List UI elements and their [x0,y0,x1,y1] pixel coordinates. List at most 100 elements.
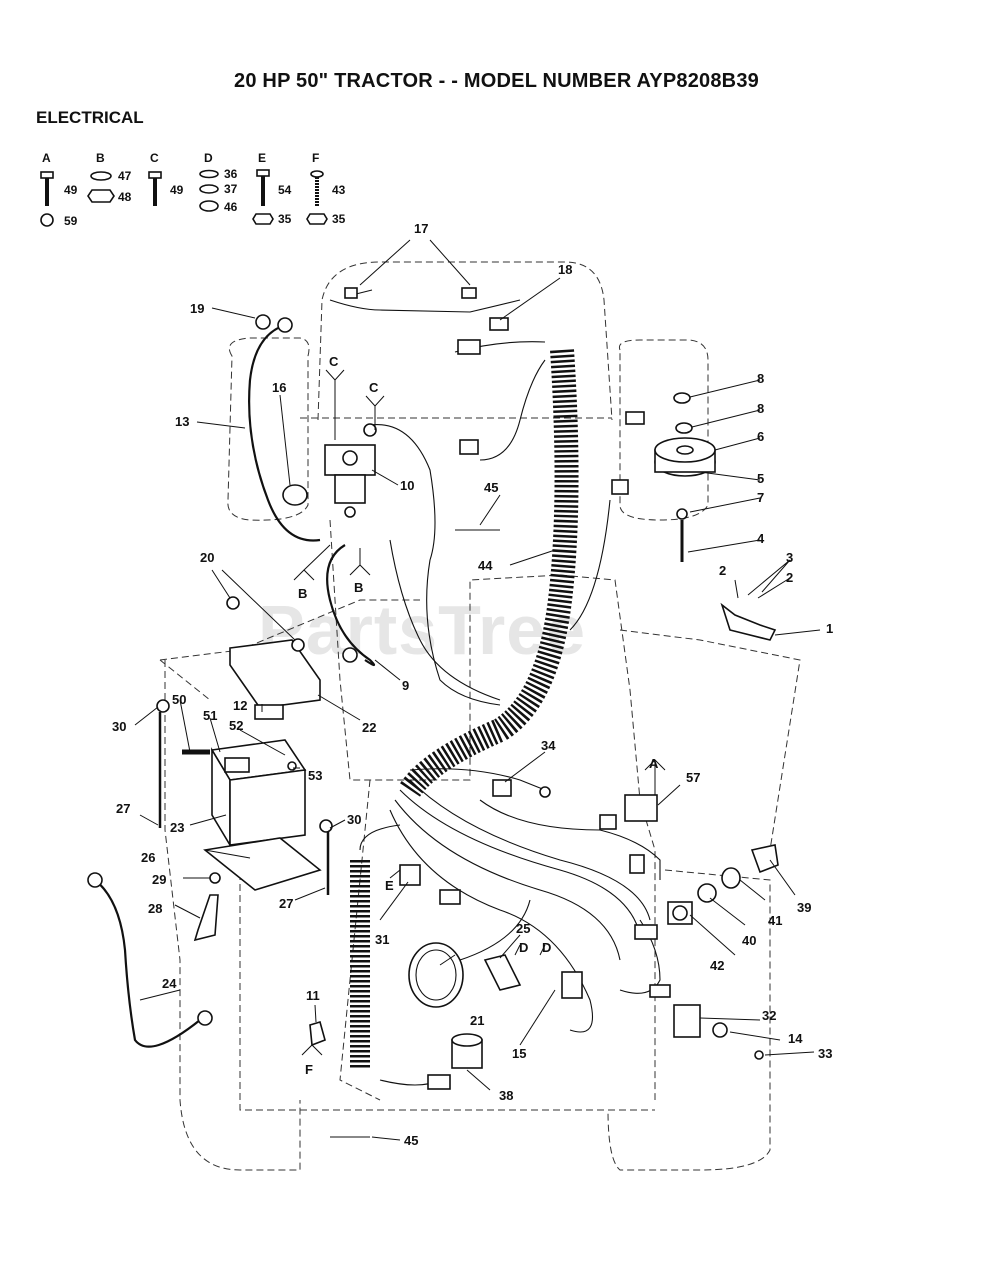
hex-nut-icon [199,200,219,212]
connector-part [629,854,645,874]
ref-letter-b: B [354,580,363,595]
ref-letter-a: A [649,756,659,771]
reference-arrows [293,369,666,1056]
hardware-key: A B C D E F 49 59 47 48 49 36 37 46 [40,151,346,228]
key-part-37: 37 [224,182,238,196]
callout-23: 23 [170,820,184,835]
hex-nut-icon [87,189,115,203]
key-part-59: 59 [64,214,78,228]
hex-nut-icon [306,213,328,225]
battery-tray-part [203,837,322,891]
bolt-icon [148,171,162,206]
callout-57: 57 [686,770,700,785]
ref-letter-e: E [385,878,394,893]
ref-letter-b: B [298,586,307,601]
key-part-35f: 35 [332,212,346,226]
flat-washer-icon [199,169,219,179]
connector-part [649,984,671,998]
nut-part [697,883,717,903]
connector-part [599,814,617,830]
ring-terminal-part [363,423,377,437]
callout-31: 31 [375,932,389,947]
callout-5: 5 [757,471,764,486]
relay-part [624,794,658,822]
key-part-36: 36 [224,167,238,181]
key-letter-e: E [258,151,266,165]
key-part [750,844,779,874]
lock-washer-icon [199,184,219,194]
callout-52: 52 [229,718,243,733]
callout-50: 50 [172,692,186,707]
key-part-35e: 35 [278,212,292,226]
callout-7: 7 [757,490,764,505]
key-part-43: 43 [332,183,346,197]
callout-53: 53 [308,768,322,783]
callout-41: 41 [768,913,782,928]
connector-part [611,479,629,495]
battery-part [210,739,307,848]
callout-18: 18 [558,262,572,277]
callout-30: 30 [112,719,126,734]
components [87,287,779,1090]
ring-terminal-part [87,872,103,888]
wiring-harness [94,289,661,1138]
key-part-54: 54 [278,183,292,197]
ring-terminal-part [197,1010,213,1026]
connector-part [459,439,479,455]
key-letter-b: B [96,151,105,165]
section-heading: ELECTRICAL [36,108,144,127]
callout-27: 27 [116,801,130,816]
ref-letter-d: D [519,940,528,955]
terminal-boot-part [282,484,308,506]
connector-part [457,339,481,355]
ref-letter-c: C [369,380,379,395]
key-part-48: 48 [118,190,132,204]
key-letter-c: C [150,151,159,165]
nut-part [754,1050,764,1060]
callout-10: 10 [400,478,414,493]
callout-3: 3 [786,550,793,565]
callout-45: 45 [484,480,498,495]
bolt-icon [256,169,270,206]
leader-lines [134,239,821,1141]
callout-51: 51 [203,708,217,723]
callout-14: 14 [788,1031,803,1046]
connector-part [625,411,645,425]
interlock-switch-part [451,1033,483,1069]
spacer-part [673,392,691,404]
callout-22: 22 [362,720,376,735]
callout-24: 24 [162,976,177,991]
screw-icon [310,170,324,206]
key-part-49a: 49 [64,183,78,197]
callout-40: 40 [742,933,756,948]
key-part-47: 47 [118,169,132,183]
ring-terminal-part [342,647,358,663]
callout-8: 8 [757,401,764,416]
switch-part [399,864,421,886]
reference-letters: C C B B A E F D D [298,354,659,1077]
callout-2: 2 [786,570,793,585]
callout-39: 39 [797,900,811,915]
callout-2: 2 [719,563,726,578]
callout-42: 42 [710,958,724,973]
flat-washer-icon [90,171,112,181]
key-letter-f: F [312,151,319,165]
callout-38: 38 [499,1088,513,1103]
washer-part [156,699,170,713]
chassis-outline [159,261,801,1171]
callout-labels: 1 2 2 3 4 5 6 7 8 8 9 10 11 12 13 14 15 … [112,221,833,1148]
callout-19: 19 [190,301,204,316]
connector-part [634,924,658,940]
ignition-switch-part [667,901,693,925]
connector-part [344,287,358,299]
connector-part [461,287,477,299]
ring-terminal-part [539,786,551,798]
key-letter-d: D [204,151,213,165]
callout-27: 27 [279,896,293,911]
bracket-part [483,954,522,991]
bezel-part [721,867,741,889]
callout-12: 12 [233,698,247,713]
callout-9: 9 [402,678,409,693]
callout-34: 34 [541,738,556,753]
